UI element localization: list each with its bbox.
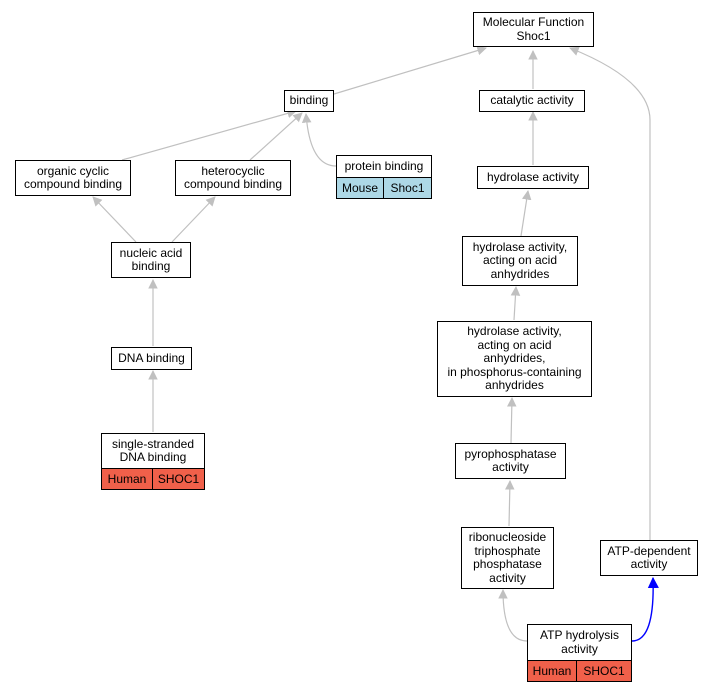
species-tag: Mouse [336, 177, 384, 199]
edge-organic-to-binding [121, 108, 297, 161]
node-catalytic-activity[interactable]: catalytic activity [479, 90, 585, 112]
atp-hydrolysis-tags: Human SHOC1 [527, 660, 632, 682]
gene-tag: SHOC1 [577, 660, 632, 682]
edge-atphyd-to-ntp [498, 589, 528, 642]
node-atp-dependent-activity[interactable]: ATP-dependent activity [600, 540, 698, 576]
edge-nucleic-to-organic [92, 196, 137, 243]
node-pyrophosphatase-activity[interactable]: pyrophosphatase activity [455, 443, 566, 479]
edge-hydphos-to-hydacid [510, 286, 521, 321]
gene-tag: Shoc1 [384, 177, 432, 199]
ssdna-binding-tags: Human SHOC1 [101, 468, 205, 490]
edge-heterocyclic-to-binding [249, 112, 303, 161]
edge-atpdep-to-mf [569, 46, 651, 540]
gene-tag: SHOC1 [153, 468, 205, 490]
node-ribonucleoside-triphosphate-phosphatase-activity[interactable]: ribonucleoside triphosphate phosphatase … [461, 527, 554, 589]
node-protein-binding[interactable]: protein binding [336, 155, 432, 178]
species-tag: Human [527, 660, 577, 682]
edge-binding-to-mf [333, 45, 487, 95]
edge-hydacid-to-hydrolase [520, 190, 532, 237]
protein-binding-tags: Mouse Shoc1 [336, 177, 432, 199]
node-molecular-function[interactable]: Molecular Function Shoc1 [473, 12, 594, 47]
node-single-stranded-dna-binding[interactable]: single-stranded DNA binding [101, 433, 205, 469]
edge-ntp-to-pyro [505, 480, 515, 527]
node-dna-binding[interactable]: DNA binding [111, 347, 192, 370]
edge-atphyd-to-atpdep [631, 576, 659, 642]
node-hydrolase-acid-anhydrides[interactable]: hydrolase activity, acting on acid anhyd… [462, 236, 578, 286]
node-hydrolase-phosphorus-anhydrides[interactable]: hydrolase activity, acting on acid anhyd… [437, 321, 592, 397]
edge-protein-to-binding [301, 113, 337, 167]
node-heterocyclic-compound-binding[interactable]: heterocyclic compound binding [175, 160, 291, 196]
node-hydrolase-activity[interactable]: hydrolase activity [477, 166, 589, 189]
species-tag: Human [101, 468, 153, 490]
node-organic-cyclic-compound-binding[interactable]: organic cyclic compound binding [15, 160, 131, 196]
node-binding[interactable]: binding [284, 90, 334, 112]
node-nucleic-acid-binding[interactable]: nucleic acid binding [111, 242, 191, 278]
node-atp-hydrolysis-activity[interactable]: ATP hydrolysis activity [527, 624, 632, 661]
edge-pyro-to-hydphos [507, 397, 517, 444]
edge-nucleic-to-heterocyclic [171, 196, 216, 243]
